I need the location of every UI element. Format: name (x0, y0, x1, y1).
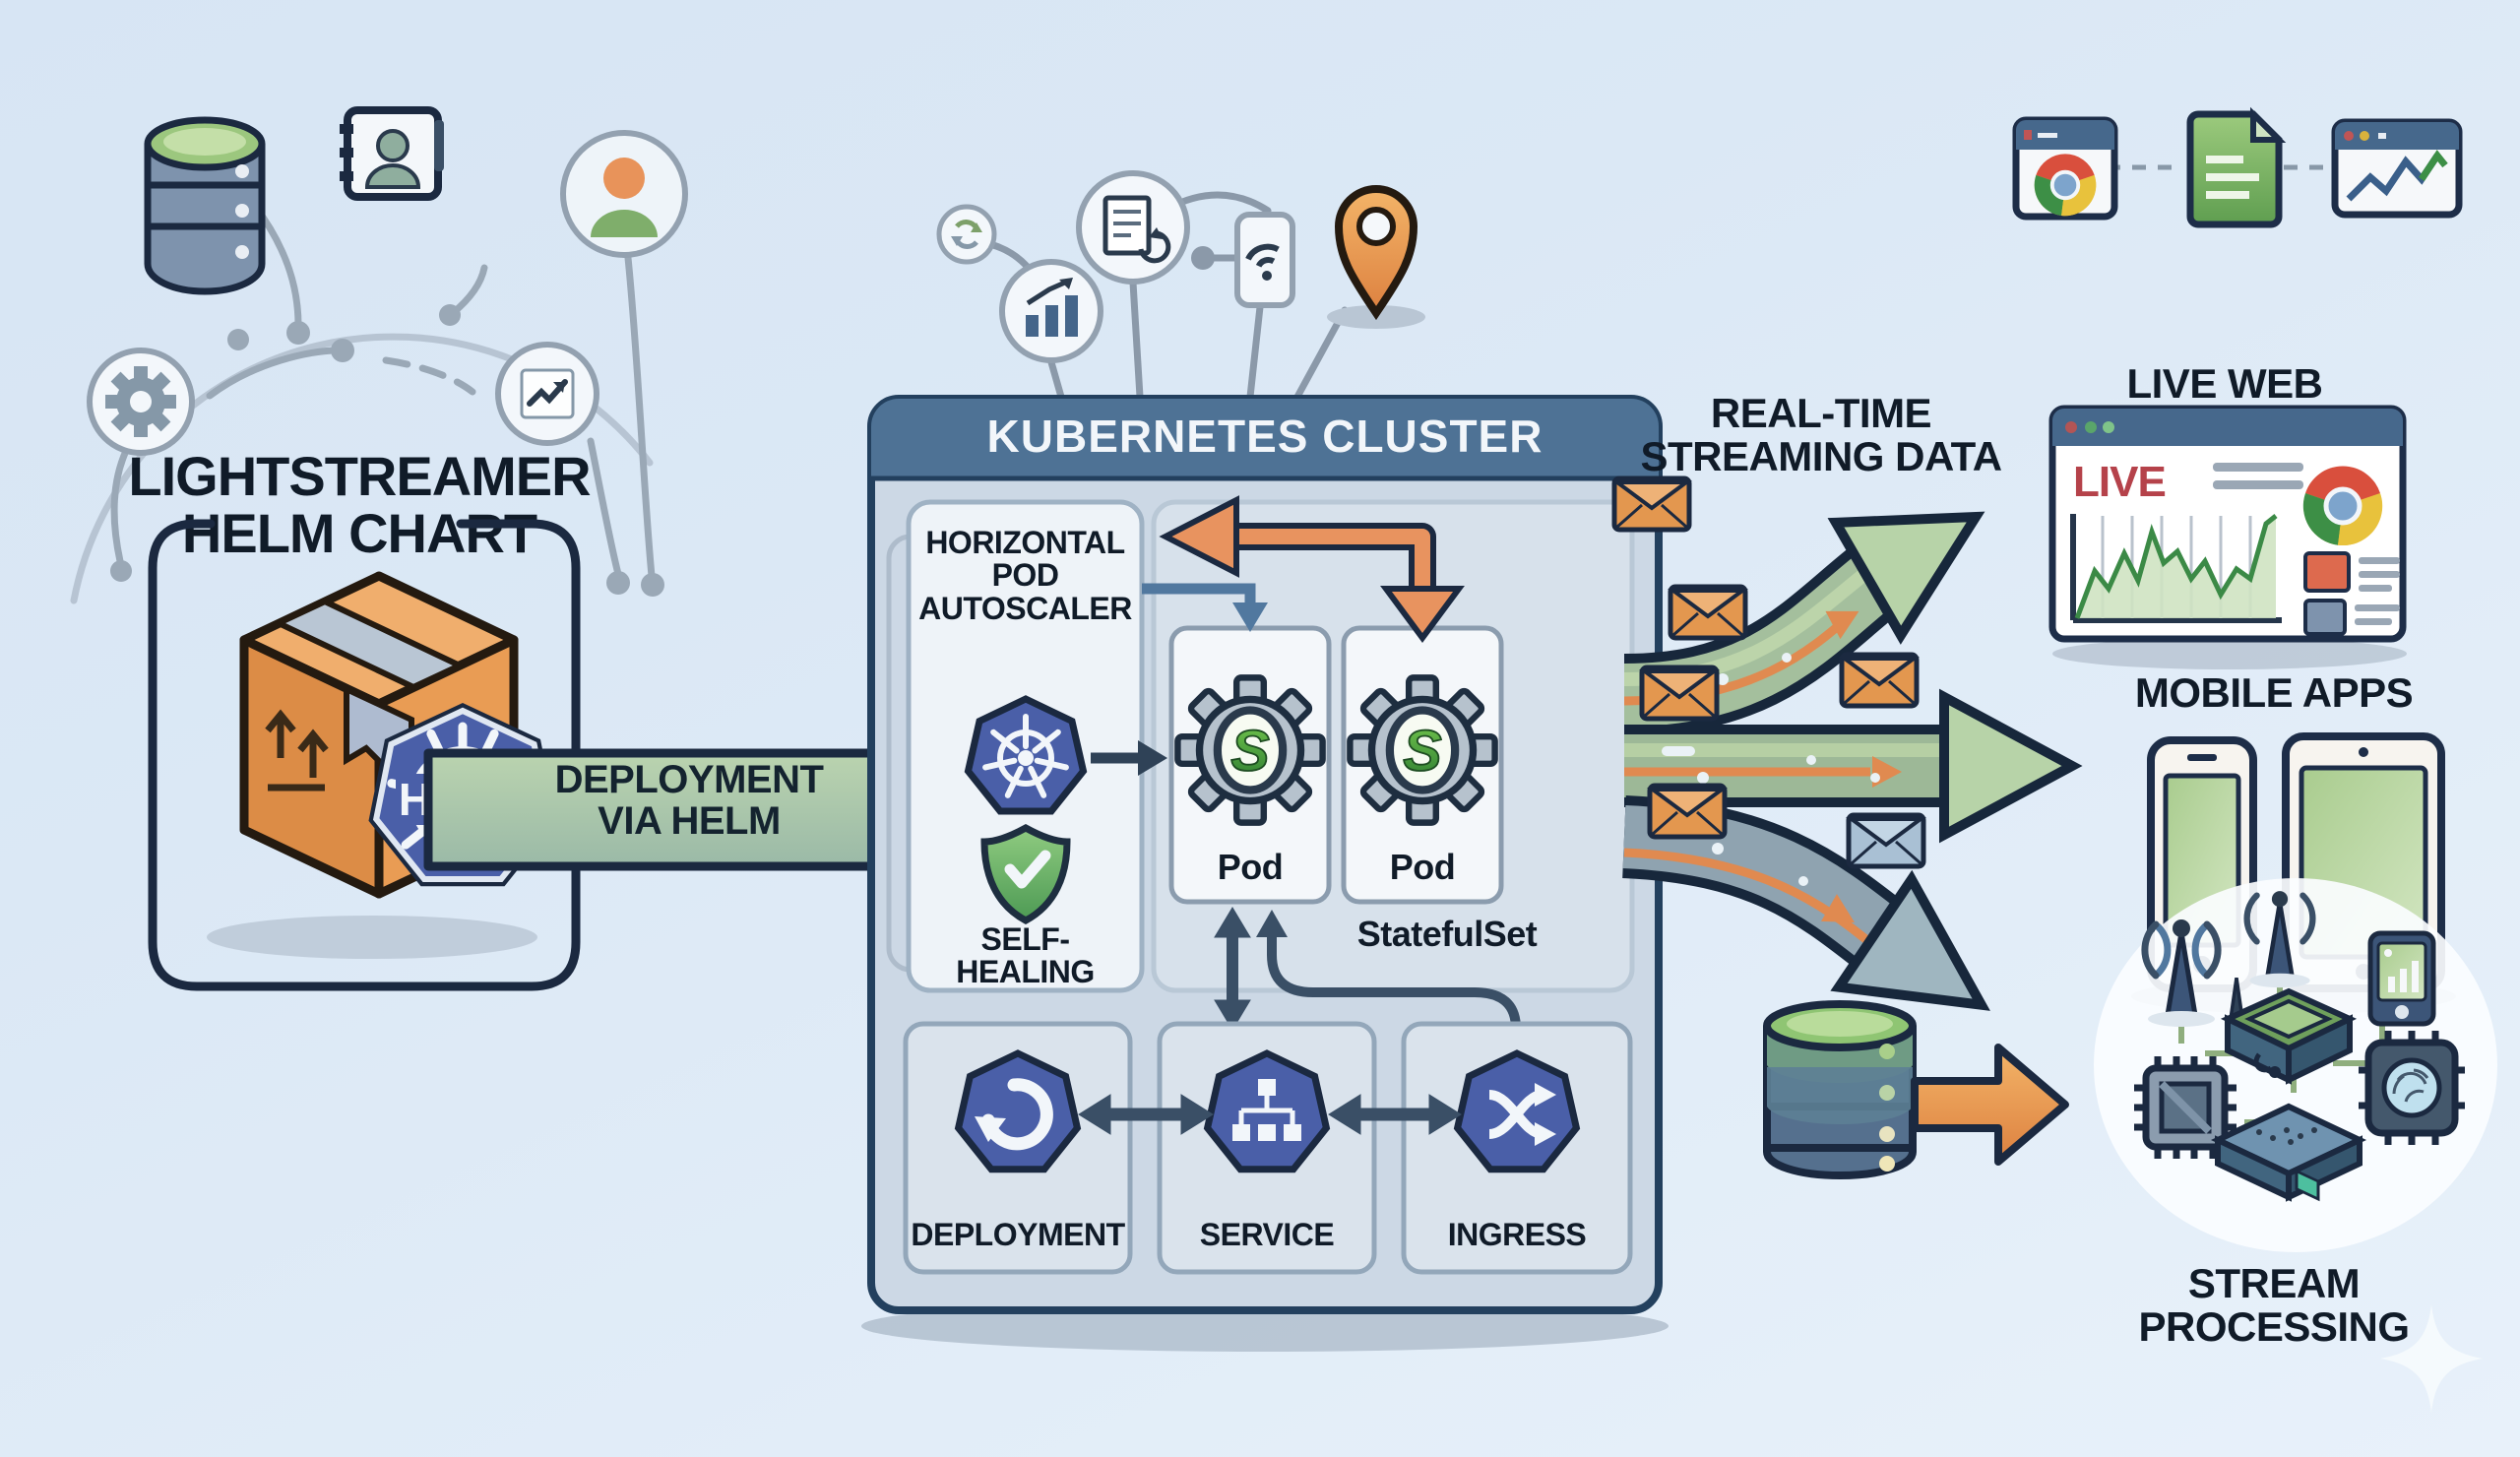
deploy-arrow-label: DEPLOYMENT VIA HELM (482, 758, 896, 843)
recycle-icon (936, 204, 997, 265)
message-envelope-icon (1849, 815, 1923, 866)
bar-chart-icon (999, 259, 1103, 363)
service-label: SERVICE (1199, 1217, 1335, 1252)
cluster-title: KUBERNETES CLUSTER (986, 411, 1544, 462)
resource-link-arrows (1078, 1094, 1462, 1135)
k8s-to-pod-arrow (1091, 740, 1167, 776)
self-healing-line2: HEALING (956, 954, 1095, 990)
hpa-line1: HORIZONTAL (925, 525, 1125, 560)
self-healing-line1: SELF- (980, 921, 1070, 957)
ingress-label: INGRESS (1447, 1217, 1587, 1252)
live-chart (2070, 514, 2282, 623)
service-tree-icon (1208, 1053, 1327, 1170)
stream-arrow-mobile (1624, 688, 2083, 844)
title-line-1: LIGHTSTREAMER (128, 445, 591, 507)
message-envelope-icon (1614, 478, 1689, 530)
stream-processing-label: STREAM PROCESSING (2138, 1260, 2410, 1350)
message-envelope-icon (1650, 786, 1725, 837)
live-browser-window: LIVE (2048, 405, 2407, 669)
fingerprint-chip-icon (2359, 1031, 2465, 1145)
stream-processing-cluster (2094, 878, 2497, 1252)
gear-icon (87, 348, 195, 456)
user-icon (560, 130, 688, 258)
mobile-apps-label: MOBILE APPS (2134, 669, 2414, 716)
line-chart-browser-icon (2331, 118, 2463, 219)
db-stream-arrow (1911, 1044, 2069, 1166)
self-healing-shield-icon (980, 824, 1071, 924)
signal-phone-icon (2367, 930, 2436, 1027)
live-badge: LIVE (2073, 458, 2166, 506)
contacts-book-icon (340, 106, 444, 201)
pod-service-arrow (1214, 907, 1251, 1031)
topmid-decor (936, 170, 1425, 401)
hpa-line2: POD (991, 557, 1059, 594)
realtime-data-label: REAL-TIME STREAMING DATA (1614, 392, 2028, 477)
hpa-to-pod-arrow (1142, 583, 1268, 632)
chrome-browser-icon (2012, 116, 2118, 221)
deploy-arrow-line2: VIA HELM (598, 798, 781, 843)
message-envelope-icon (1642, 667, 1717, 719)
iot-router-icon (2220, 987, 2358, 1085)
deployment-label: DEPLOYMENT (911, 1217, 1125, 1252)
antenna-icon (2243, 891, 2316, 988)
pod1-label: Pod (1217, 847, 1284, 887)
stream-arrow-processing (1621, 795, 1990, 1011)
message-envelope-icon (1670, 587, 1745, 638)
database-stack-icon (1763, 1000, 1917, 1180)
pod-ingress-line (1256, 910, 1521, 1030)
autoscale-feedback-arrow (1159, 495, 1465, 644)
self-healing-label: SELF- HEALING (909, 921, 1142, 990)
database-icon (144, 116, 266, 295)
map-pin-icon (1334, 185, 1418, 321)
realtime-line1: REAL-TIME (1710, 390, 1932, 436)
edge-device-icon (2210, 1103, 2367, 1202)
statefulset-label: StatefulSet (1356, 914, 1538, 954)
chart-doc-icon (495, 342, 599, 446)
title-line-2: HELM CHART (181, 502, 537, 565)
pod2-label: Pod (1389, 847, 1456, 887)
hpa-label: HORIZONTAL POD AUTOSCALER (909, 525, 1142, 626)
realtime-line2: STREAMING DATA (1640, 432, 2002, 479)
wifi-signal-icon (1234, 212, 1295, 308)
deploy-arrow-line1: DEPLOYMENT (554, 758, 824, 801)
chip-icon (2134, 1056, 2236, 1159)
web-mini-icons (2012, 106, 2463, 228)
scroll-icon (1076, 170, 1190, 285)
green-document-icon (2186, 106, 2287, 228)
hpa-line3: AUTOSCALER (918, 590, 1132, 626)
database-to-stream (1763, 1000, 2069, 1180)
sparkle-icon (2380, 1304, 2483, 1413)
page-title: LIGHTSTREAMER HELM CHART (64, 445, 655, 565)
ingress-arrows-icon (1458, 1053, 1577, 1170)
message-envelope-icon (1842, 655, 1917, 706)
topleft-decor (70, 106, 688, 604)
rolling-update-icon (959, 1053, 1078, 1170)
